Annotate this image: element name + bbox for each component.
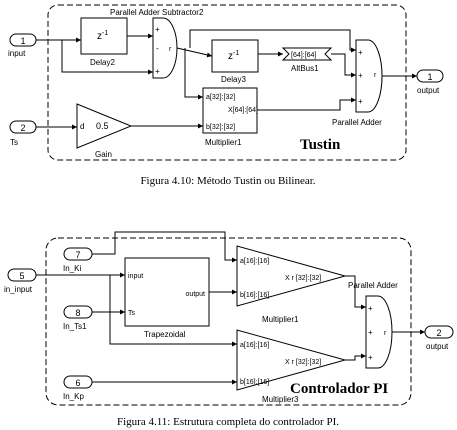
parallel-adder-out-label: r [384, 330, 387, 337]
multiplier1-block[interactable] [236, 245, 347, 307]
gain-block[interactable] [76, 103, 133, 149]
delay2-label: Delay2 [90, 58, 115, 67]
parallel-adder-sign-3: + [368, 353, 373, 362]
kp-port-6-number: 6 [75, 378, 80, 388]
output-port-2-number: 2 [436, 328, 441, 338]
adder-sub-label: Parallel Adder Subtractor2 [110, 8, 204, 17]
output-port-1-number: 1 [427, 72, 432, 82]
subsystem-boundary [45, 237, 412, 406]
multiplier1-out: X[64]:[64] [228, 107, 258, 114]
figure2-caption: Figura 4.11: Estrutura completa do contr… [117, 416, 339, 428]
subsystem-title: Tustin [300, 137, 341, 153]
wire-multiplier3-adder [345, 353, 366, 361]
output-port-1-label: output [417, 86, 440, 95]
multiplier1-in-a: a[16]:[16] [240, 258, 269, 265]
subsystem-title: Controlador PI [290, 381, 388, 397]
figure1-diagram: 1 input 2 Ts z-1 Delay2 + - + r Parallel… [8, 4, 444, 161]
wire-input-adder [61, 40, 153, 75]
parallel-adder-sign-2: + [358, 71, 363, 80]
parallel-adder-sign-1: + [358, 48, 363, 57]
input-port-1-number: 1 [20, 36, 25, 46]
delay3-content: z-1 [228, 50, 239, 62]
adder-subtractor-block[interactable] [152, 17, 178, 79]
input-port-5-label: in_input [4, 285, 33, 294]
multiplier3-in-b: b[16]:[16] [240, 379, 269, 386]
figure1-caption: Figura 4.10: Método Tustin ou Bilinear. [140, 175, 315, 187]
parallel-adder-block[interactable] [365, 295, 393, 369]
parallel-adder-label: Parallel Adder [348, 281, 398, 290]
delay2-block[interactable] [80, 17, 128, 55]
ts-port-2-label: Ts [10, 138, 18, 147]
multiplier3-in-a: a[16]:[16] [240, 342, 269, 349]
wire-multiplier-paradder [257, 97, 356, 111]
parallel-adder-sign-1: + [368, 304, 373, 313]
ts-port-8-label: In_Ts1 [63, 322, 87, 331]
altbus-block[interactable] [281, 47, 333, 61]
delay3-label: Delay3 [221, 75, 246, 84]
wire-ki-multiplier1 [92, 231, 237, 263]
trapezoidal-label: Trapezoidal [144, 330, 186, 339]
input-port-5-number: 5 [19, 271, 24, 281]
parallel-adder-block[interactable] [355, 39, 383, 113]
multiplier3-label: Multiplier3 [262, 395, 299, 404]
delay2-content: z-1 [97, 30, 108, 42]
input-port-1-label: input [8, 49, 26, 58]
adder-sub-out-label: r [169, 46, 172, 53]
gain-label: Gain [95, 150, 112, 159]
wire-adder-delay3 [176, 47, 213, 58]
wire-input-multiplier3 [109, 275, 237, 347]
gain-port: d [80, 122, 84, 131]
trapezoidal-in1: input [128, 273, 143, 280]
adder-sub-sign-3: + [155, 67, 160, 76]
multiplier1-in-b: b[16]:[16] [240, 292, 269, 299]
wire-multiplier1-adder [345, 275, 366, 310]
wire-adder-multiplier [184, 48, 203, 100]
trapezoidal-block[interactable] [124, 257, 210, 327]
gain-value: 0.5 [96, 121, 109, 131]
wire-adder-paradder [189, 29, 356, 53]
multiplier1-in-b: b[32]:[32] [206, 124, 235, 131]
ki-port-7-label: In_Ki [63, 264, 81, 273]
ki-port-7-number: 7 [75, 250, 80, 260]
multiplier1-label: Multiplier1 [262, 315, 299, 324]
altbus-label: AltBus1 [291, 64, 319, 73]
multiplier3-block[interactable] [236, 329, 347, 391]
altbus-content: [64]:[64] [291, 52, 316, 59]
wire-altbus-paradder [331, 53, 356, 78]
delay3-block[interactable] [211, 39, 259, 73]
parallel-adder-out-label: r [374, 72, 377, 79]
trapezoidal-out: output [186, 291, 206, 298]
multiplier1-label: Multiplier1 [205, 138, 242, 147]
parallel-adder-sign-2: + [368, 328, 373, 337]
multiplier1-in-a: a[32]:[32] [206, 94, 235, 101]
multiplier3-out: X r [32]:[32] [285, 359, 321, 366]
adder-sub-sign-1: + [155, 25, 160, 34]
multiplier1-out: X r [32]:[32] [285, 275, 321, 282]
output-port-2-label: output [426, 342, 449, 351]
parallel-adder-sign-3: + [358, 97, 363, 106]
parallel-adder-label: Parallel Adder [332, 118, 382, 127]
adder-sub-sign-2: - [156, 44, 159, 53]
ts-port-2-number: 2 [20, 123, 25, 133]
kp-port-6-label: In_Kp [63, 392, 84, 401]
ts-port-8-number: 8 [75, 308, 80, 318]
trapezoidal-in2: Ts [128, 310, 136, 317]
multiplier1-block[interactable] [202, 87, 258, 134]
figure2-diagram: 7 In_Ki 5 in_input 8 In_Ts1 6 In_Kp inpu… [4, 231, 454, 406]
